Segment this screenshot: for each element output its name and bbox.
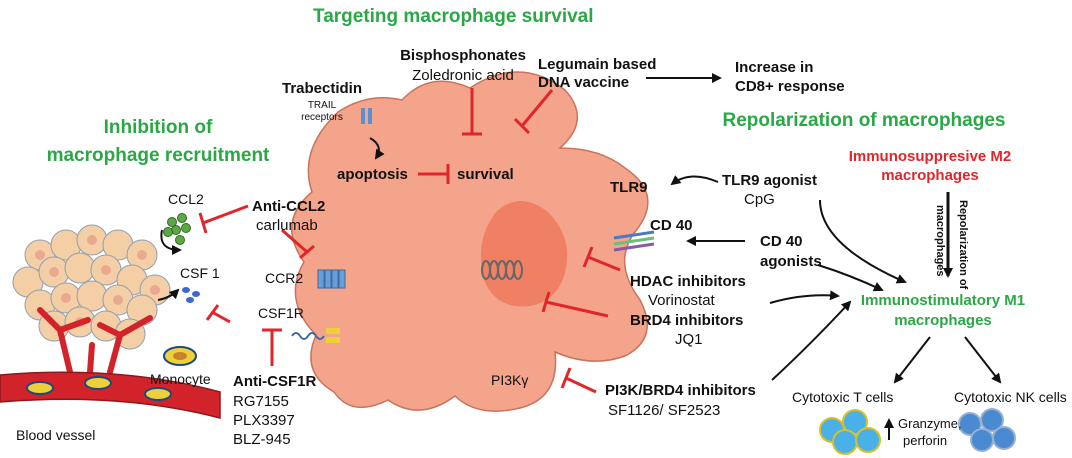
csf1-molecules-icon	[182, 287, 200, 303]
label-anti-csf1r: Anti-CSF1R	[233, 373, 316, 390]
label-jq1: JQ1	[675, 331, 703, 348]
label-tlr9: TLR9	[610, 179, 648, 196]
label-cd40: CD 40	[650, 217, 693, 234]
label-receptors: receptors	[301, 112, 343, 123]
label-carlumab: carlumab	[256, 217, 318, 234]
label-tlr9-agonist: TLR9 agonist	[722, 172, 817, 189]
label-cd40-agonists-line1: CD 40	[760, 233, 803, 250]
heading-recruitment-line2: macrophage recruitment	[47, 145, 270, 166]
label-trail: TRAIL	[308, 100, 337, 111]
heading-recruitment-line1: Inhibition of	[104, 117, 213, 138]
macrophage-nucleus	[480, 201, 568, 307]
label-cd8-line2: CD8+ response	[735, 78, 845, 95]
label-ccr2: CCR2	[265, 270, 303, 286]
label-csf1: CSF 1	[180, 265, 220, 281]
label-cd40-agonists-line2: agonists	[760, 253, 822, 270]
label-apoptosis: apoptosis	[337, 166, 408, 183]
label-trabectidin: Trabectidin	[282, 80, 362, 97]
csf1r-receptor-icon	[291, 328, 340, 343]
activation-arrows	[157, 73, 1002, 440]
label-m2-line1: Immunosuppresive M2	[849, 148, 1012, 165]
blood-vessel	[0, 371, 221, 419]
label-vorinostat: Vorinostat	[648, 292, 716, 309]
label-legumain-line1: Legumain based	[538, 56, 656, 73]
label-hdac: HDAC inhibitors	[630, 273, 746, 290]
label-drug-2: PLX3397	[233, 412, 295, 429]
label-anti-ccl2: Anti-CCL2	[252, 198, 325, 215]
label-perforin: perforin	[903, 433, 947, 448]
macrophage-body	[291, 71, 649, 412]
label-pi3k-brd4: PI3K/BRD4 inhibitors	[605, 382, 756, 399]
label-nk-cells: Cytotoxic NK cells	[954, 389, 1067, 405]
label-brd4: BRD4 inhibitors	[630, 312, 743, 329]
label-t-cells: Cytotoxic T cells	[792, 389, 893, 405]
cd40-receptor-icon	[613, 230, 655, 252]
vessel-branches	[37, 307, 153, 375]
label-zoledronic-acid: Zoledronic acid	[412, 67, 514, 84]
label-m2-line2: macrophages	[881, 167, 979, 184]
label-m1-line2: macrophages	[894, 312, 992, 329]
ccr2-receptor-icon	[317, 269, 346, 289]
label-cd8-line1: Increase in	[735, 59, 813, 76]
label-legumain-line2: DNA vaccine	[538, 74, 629, 91]
label-drug-3: BLZ-945	[233, 431, 291, 448]
monocyte-icon	[163, 346, 197, 366]
dna-coil-icon	[481, 260, 523, 280]
trail-receptor-icon	[361, 108, 372, 124]
inhibition-lines	[198, 88, 621, 394]
nk-cell-cluster	[958, 408, 1016, 452]
label-side-line1: Repolarization of	[957, 200, 969, 290]
label-cpg: CpG	[744, 191, 775, 208]
label-csf1r: CSF1R	[258, 305, 304, 321]
label-bisphosphonates: Bisphosphonates	[400, 47, 526, 64]
ccl2-molecules-icon	[163, 213, 191, 245]
t-cell-cluster	[819, 409, 881, 455]
heading-survival: Targeting macrophage survival	[313, 6, 594, 27]
label-ccl2: CCL2	[168, 191, 204, 207]
label-blood-vessel: Blood vessel	[16, 427, 95, 443]
label-m1-line1: Immunostimulatory M1	[861, 292, 1025, 309]
label-granzyme: Granzyme,	[898, 416, 962, 431]
label-monocyte: Monocyte	[150, 371, 211, 387]
label-pi3k: PI3Kγ	[491, 372, 528, 388]
label-drug-1: RG7155	[233, 393, 289, 410]
label-survival: survival	[457, 166, 514, 183]
label-side-line2: macrophages	[934, 205, 946, 277]
heading-repolarization: Repolarization of macrophages	[723, 110, 1006, 131]
label-sf1126: SF1126/ SF2523	[608, 402, 720, 419]
